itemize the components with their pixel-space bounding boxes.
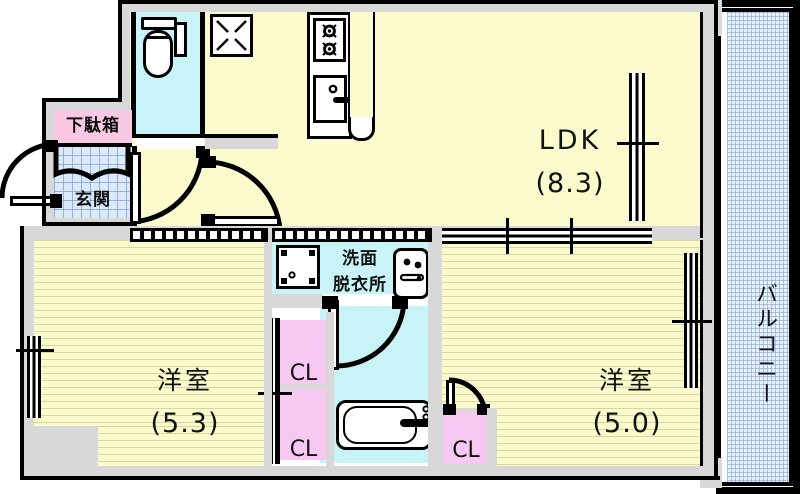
balcony-outer-edge-right xyxy=(793,0,800,494)
ldk-bedroom-right-slider-marker-b xyxy=(570,218,573,254)
partition-bedroom-left-closet xyxy=(264,240,272,480)
bedroom-right-floor-edge-right xyxy=(700,240,703,466)
bedroom-left-window-marker xyxy=(16,349,54,352)
balcony-label: バルコニー xyxy=(752,282,777,407)
toilet-seat-line xyxy=(146,36,170,39)
entrance-door-jamb-bottom xyxy=(50,194,62,208)
partition-closet-right-edge xyxy=(487,408,497,480)
partition-closet-left-right-edge xyxy=(326,312,334,468)
washroom-label-line2: 脱衣所 xyxy=(333,275,387,295)
bedroom-left-area-lower xyxy=(98,426,268,466)
entrance-door-hinge-top xyxy=(44,140,58,152)
ldk-balcony-sliding-door[interactable] xyxy=(629,73,645,221)
balcony-inner-line-top xyxy=(721,8,793,12)
gas-burner-icons xyxy=(322,24,337,56)
closet-right xyxy=(443,412,489,464)
kitchen-faucet-spout xyxy=(333,97,355,103)
kitchen-faucet-base-icon xyxy=(328,84,338,94)
outline-bottom xyxy=(20,476,720,480)
outline-genkan-left xyxy=(42,98,46,226)
bathtub-faucet-spout xyxy=(400,419,432,427)
bath-door-hinge-right xyxy=(392,296,408,309)
slider-panel-dots xyxy=(133,231,265,239)
inspection-hatch-cross-icon xyxy=(216,20,247,51)
closet-left-lower xyxy=(279,388,328,460)
hall-door-2-hinge xyxy=(200,156,216,168)
washing-machine-pan-detail xyxy=(281,250,315,284)
closet-left-upper xyxy=(279,320,328,384)
hall-door-1-hinge xyxy=(196,146,210,158)
toilet-tank xyxy=(141,17,177,30)
ldk-label: LDK xyxy=(538,125,602,156)
hall-door-2-jamb xyxy=(201,214,215,228)
shoebox-label: 下駄箱 xyxy=(66,116,120,136)
toilet-side-cistern xyxy=(174,22,187,57)
washroom-label-line1: 洗面 xyxy=(342,249,378,269)
ldk-floor-edge-right xyxy=(700,12,703,238)
hall-bedroom-left-slider[interactable] xyxy=(130,228,268,242)
hall-door-1-leaf[interactable] xyxy=(130,152,141,224)
vanity-sink-detail xyxy=(399,258,425,282)
ldk-bedroom-right-slider-marker-a xyxy=(506,218,509,254)
toilet-doorway-sill xyxy=(136,137,204,149)
hall-washroom-slider[interactable] xyxy=(272,228,432,242)
washroom-left-wall-block xyxy=(268,294,322,308)
outline-top xyxy=(118,0,718,4)
balcony-inner-line-bottom xyxy=(721,482,793,486)
closet-right-door-jamb-left xyxy=(443,404,456,415)
bath-door-jamb-left xyxy=(322,296,338,309)
outline-upper-left xyxy=(118,0,122,100)
toilet-room-area xyxy=(136,12,204,136)
bedroom-left-label: 洋室 xyxy=(156,366,213,395)
genkan-label: 玄関 xyxy=(75,190,111,210)
closet-right-label: CL xyxy=(452,438,480,463)
vanity-sink xyxy=(393,248,429,299)
shoebox-area xyxy=(54,110,132,146)
hall-door-1-arc[interactable] xyxy=(120,146,210,228)
bedroom-left-corner-notch xyxy=(20,426,98,480)
shoebox-base-line xyxy=(54,143,132,147)
slider-panel-dots-2 xyxy=(275,231,429,239)
balcony-rail-left xyxy=(716,0,721,494)
outline-genkan-bottom xyxy=(42,222,134,226)
ldk-bedroom-right-slider[interactable] xyxy=(442,228,652,244)
balcony-outer-edge-bottom xyxy=(716,487,800,494)
bath-door-arc[interactable] xyxy=(318,296,414,372)
balcony-area xyxy=(727,8,791,486)
closet-left-divider xyxy=(279,384,328,389)
agarikamachi-step xyxy=(53,146,131,182)
bedroom-right-label: 洋室 xyxy=(598,366,655,395)
exterior-wall-right xyxy=(700,12,718,480)
bedroom-right-door-marker xyxy=(672,320,712,323)
closet-left-door-marker xyxy=(258,392,292,395)
toilet-room-wall-left xyxy=(131,12,136,137)
toilet-doorway-line xyxy=(131,134,205,138)
outline-right xyxy=(714,0,718,480)
outline-lower-left xyxy=(20,226,24,480)
entrance-door-arc[interactable] xyxy=(0,140,62,220)
toilet-room-wall-right xyxy=(200,12,205,137)
bedroom-right-area-label: (5.0) xyxy=(592,408,662,439)
outline-genkan-top xyxy=(42,98,122,102)
bedroom-left-area-label: (5.3) xyxy=(150,408,220,439)
closet-left-door-track-b[interactable] xyxy=(275,318,280,464)
balcony-outer-edge-top xyxy=(716,0,800,7)
hall-header-wall xyxy=(205,137,278,149)
hall-header-wall-line xyxy=(205,134,278,138)
closet-left-upper-label: CL xyxy=(289,361,318,386)
balcony-inner-line-right xyxy=(789,8,793,486)
bathtub-inner xyxy=(343,406,417,444)
partition-washroom-right xyxy=(428,240,442,480)
kitchen-counter-joint-mask xyxy=(350,12,373,117)
ldk-area-label: (8.3) xyxy=(535,168,605,199)
closet-left-lower-label: CL xyxy=(289,437,318,462)
bedroom-left-window[interactable] xyxy=(27,336,41,418)
closet-right-door-jamb-right xyxy=(477,404,490,415)
ldk-door-mullion-marker xyxy=(617,142,659,145)
